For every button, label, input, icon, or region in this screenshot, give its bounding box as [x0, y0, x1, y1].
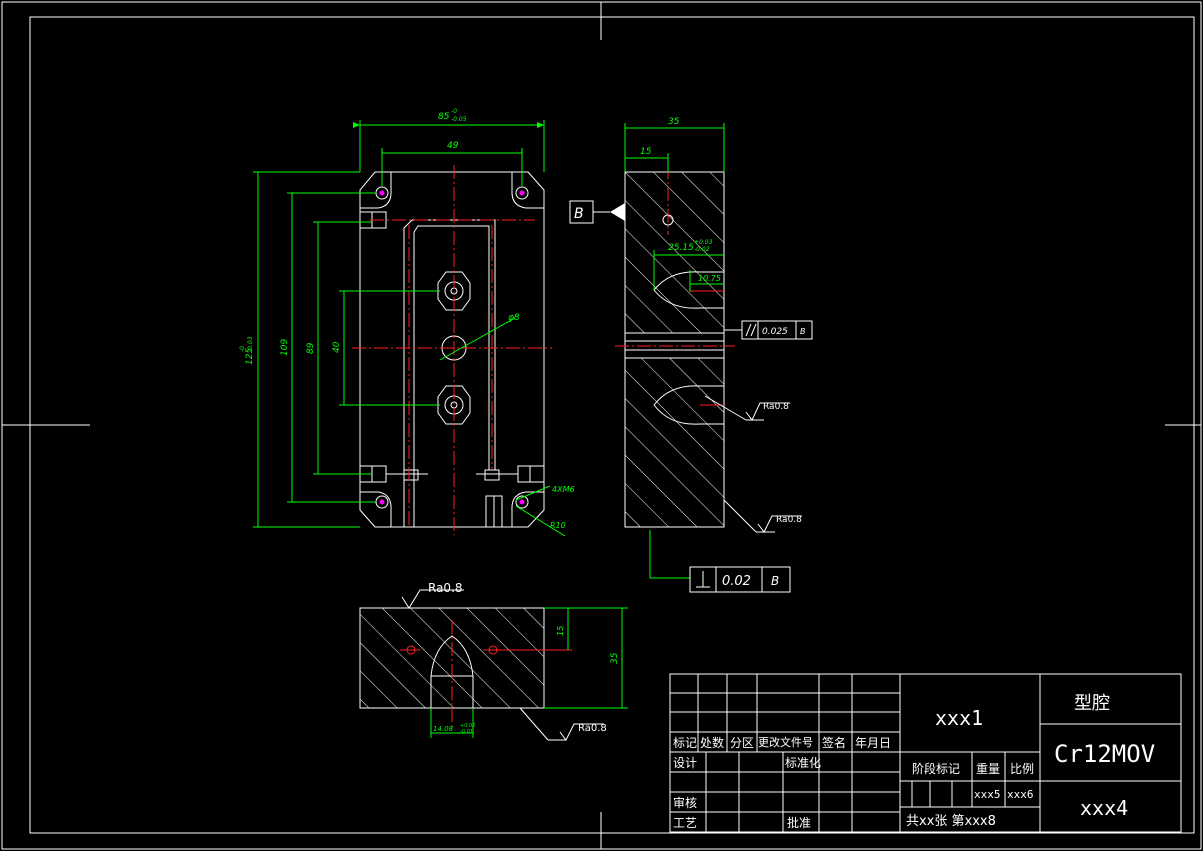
weight-value: xxx5: [974, 788, 1001, 801]
title-block: [669, 673, 1182, 833]
header-design: 设计: [673, 756, 697, 770]
dim-cavity-tol-lower: -0.02: [694, 246, 710, 253]
dim-89: 89: [306, 342, 316, 354]
parallel-value: 0.025: [762, 327, 788, 337]
side-view: [615, 165, 735, 528]
dim-slot-tol-lower: -0.01: [460, 729, 473, 735]
dim-side-35: 35: [668, 117, 680, 127]
dim-width-85: 85: [438, 112, 450, 122]
header-standardize: 标准化: [785, 756, 821, 770]
scale-value: xxx6: [1007, 788, 1034, 801]
perp-datum: B: [771, 574, 779, 588]
screw-hole: [515, 186, 529, 200]
bottom-dimensions: 15 35 14.08 +0.02 -0.01: [430, 607, 628, 738]
dim-span-49: 49: [447, 141, 459, 151]
roughness-label-1: Ra0.8: [763, 402, 789, 412]
sheet-info: 共xx张 第xxx8: [906, 814, 996, 829]
roughness-bottom-2: Ra0.8: [519, 707, 607, 741]
header-sign: 签名: [822, 735, 846, 750]
dim-height-125-tol-upper: -0: [239, 346, 246, 352]
dim-cavity-tip: 10.75: [698, 274, 721, 283]
perp-value: 0.02: [722, 574, 751, 589]
perpendicularity-frame: 0.02 B: [649, 530, 791, 593]
dim-height-125-tol: -0.03: [247, 336, 254, 352]
front-dimensions: [253, 120, 566, 537]
dim-height-125: 125: [245, 348, 255, 365]
header-date: 年月日: [855, 736, 891, 750]
dim-109: 109: [280, 339, 290, 356]
roughness-label-2: Ra0.8: [776, 515, 802, 525]
bottom-view: [359, 607, 572, 730]
header-weight: 重量: [976, 762, 1000, 776]
dim-r10: R10: [550, 521, 566, 530]
roughness-label-3: Ra0.8: [428, 581, 463, 595]
dim-40: 40: [332, 341, 342, 353]
company: xxx4: [1080, 796, 1128, 820]
datum-b: B: [569, 200, 625, 224]
header-scale: 比例: [1010, 762, 1034, 776]
drawing-number: xxx1: [935, 706, 983, 730]
front-dimension-text: 85 -0 -0.05 49 125 -0 -0.03 109 89 40 φ8…: [239, 108, 575, 530]
header-approve: 批准: [787, 815, 811, 830]
roughness-label-4: Ra0.8: [578, 723, 607, 734]
screw-hole: [375, 495, 389, 509]
datum-b-label: B: [574, 206, 584, 222]
dim-cavity-depth: 25.15: [668, 243, 694, 253]
side-dimensions: 35 15 25.15 +0.03 -0.02 10.75: [624, 117, 725, 292]
header-zone: 分区: [730, 736, 754, 750]
material: Cr12MOV: [1054, 740, 1155, 768]
parallel-datum: B: [800, 327, 806, 336]
dim-side-15: 15: [640, 147, 652, 157]
header-mark: 标记: [673, 736, 697, 750]
title-block-text: 标记 处数 分区 更改文件号 签名 年月日 设计 标准化 审核 工艺 批准 阶段…: [673, 693, 1155, 830]
header-process: 工艺: [673, 816, 697, 830]
dim-bottom-15: 15: [556, 626, 565, 636]
dim-width-85-tol-upper: -0: [451, 108, 457, 115]
header-check: 审核: [673, 795, 697, 810]
roughness-bottom-1: Ra0.8: [401, 581, 464, 609]
dim-slot-tol-upper: +0.02: [460, 723, 475, 729]
header-change-doc: 更改文件号: [758, 735, 813, 749]
header-stage-mark: 阶段标记: [912, 761, 960, 776]
dim-cavity-tol-upper: +0.03: [694, 239, 713, 246]
dim-dia8: φ8: [508, 313, 520, 323]
front-view: [352, 165, 552, 535]
roughness-side-2: Ra0.8: [723, 499, 802, 533]
dim-screw-4xm6: 4XM6: [552, 485, 575, 494]
dim-bottom-35: 35: [610, 652, 620, 664]
part-name: 型腔: [1074, 693, 1110, 714]
header-count: 处数: [700, 735, 724, 750]
screw-hole: [515, 495, 529, 509]
dim-slot-width: 14.08: [433, 725, 454, 733]
parallelism-frame: 0.025 B: [724, 320, 813, 340]
screw-hole: [375, 186, 389, 200]
dim-width-85-tol: -0.05: [451, 116, 467, 123]
roughness-side-1: Ra0.8: [704, 395, 790, 421]
